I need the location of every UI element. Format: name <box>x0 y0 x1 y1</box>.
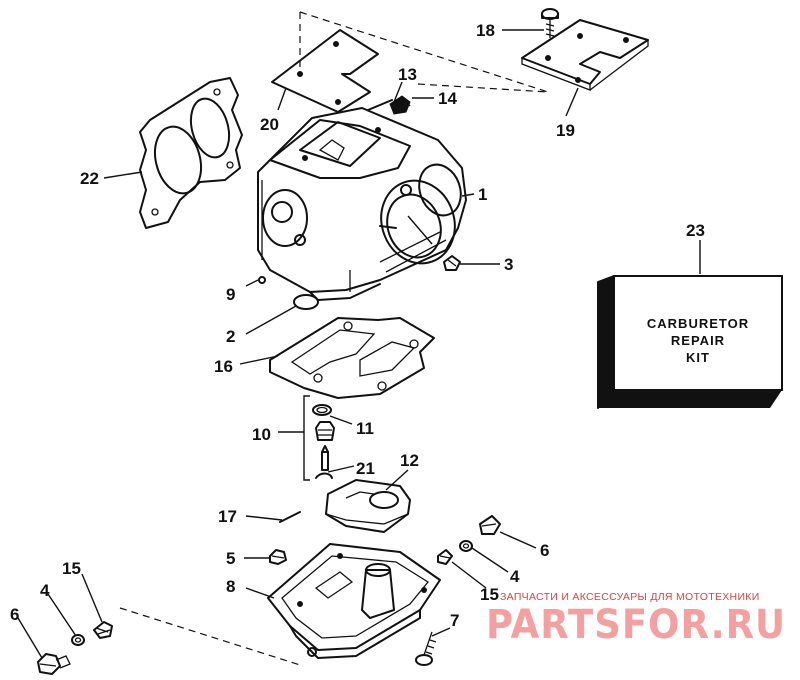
screw-part-18 <box>541 8 559 38</box>
float-bowl-part-8 <box>267 543 441 659</box>
callout-4-left: 4 <box>40 581 50 600</box>
callout-7: 7 <box>450 611 459 630</box>
cover-plate-part-19 <box>521 19 649 91</box>
repair-kit-box-part-23: CARBURETOR REPAIR KIT <box>597 275 783 409</box>
callout-2: 2 <box>226 327 235 346</box>
drain-screw-part-6-right <box>479 515 501 535</box>
float-bowl-gasket-part-16 <box>269 317 435 399</box>
float-pin-part-17 <box>279 511 301 523</box>
callout-15-right: 15 <box>480 585 499 604</box>
washer-part-4-right <box>459 540 473 552</box>
screw-part-5 <box>269 549 287 565</box>
cover-gasket-part-20 <box>271 29 379 113</box>
watermark: ЗАПЧАСТИ И АКСЕССУАРЫ ДЛЯ МОТОТЕХНИКИ PA… <box>486 591 786 648</box>
callout-19: 19 <box>556 121 575 140</box>
callout-5: 5 <box>226 549 235 568</box>
callout-18: 18 <box>476 21 495 40</box>
needle-seat <box>315 421 335 441</box>
callout-1: 1 <box>478 185 487 204</box>
washer-part-4-left <box>71 634 85 646</box>
drain-screw-part-6-left <box>37 653 71 675</box>
callout-10: 10 <box>252 425 271 444</box>
inlet-needle <box>321 445 329 471</box>
callout-21: 21 <box>356 459 375 478</box>
leader-lines <box>17 29 701 659</box>
callout-6-left: 6 <box>10 605 19 624</box>
fitting-part-3 <box>443 255 461 271</box>
callout-4-right: 4 <box>510 567 520 586</box>
callout-8: 8 <box>226 577 235 596</box>
washer-part-11 <box>312 404 332 416</box>
needle-valve-group-part-10 <box>303 395 310 481</box>
callout-20: 20 <box>260 115 279 134</box>
plug-part-2 <box>293 294 319 310</box>
screw-part-7 <box>415 631 437 666</box>
callout-16: 16 <box>214 357 233 376</box>
kit-label-line1: CARBURETOR <box>647 316 749 331</box>
kit-label-line2: REPAIR <box>671 333 725 348</box>
callout-13: 13 <box>398 65 417 84</box>
callout-15-left: 15 <box>62 559 81 578</box>
clip-part-21 <box>315 472 333 479</box>
jet-part-15-left <box>93 621 113 639</box>
callout-12: 12 <box>400 451 419 470</box>
callout-22: 22 <box>80 169 99 188</box>
fitting-part-14 <box>389 95 411 115</box>
pin-part-13 <box>367 99 393 111</box>
callout-17: 17 <box>218 507 237 526</box>
carburetor-body-part-1 <box>257 107 467 301</box>
kit-label-line3: KIT <box>686 350 710 365</box>
watermark-tagline: ЗАПЧАСТИ И АКСЕССУАРЫ ДЛЯ МОТОТЕХНИКИ <box>500 591 760 603</box>
callout-23: 23 <box>686 221 705 240</box>
check-ball-part-9 <box>258 276 266 284</box>
callout-6-right: 6 <box>540 541 549 560</box>
callout-9: 9 <box>226 285 235 304</box>
callout-3: 3 <box>504 255 513 274</box>
float-part-12 <box>325 479 411 533</box>
jet-part-15-right <box>437 549 453 565</box>
watermark-logo: PARTSFOR.RU <box>486 602 786 648</box>
flange-gasket-part-22 <box>139 77 243 229</box>
callout-14: 14 <box>438 89 457 108</box>
callout-11: 11 <box>356 419 374 438</box>
callout-numbers: 1 2 3 4 4 5 6 6 7 8 9 10 11 12 13 14 15 … <box>10 21 705 630</box>
